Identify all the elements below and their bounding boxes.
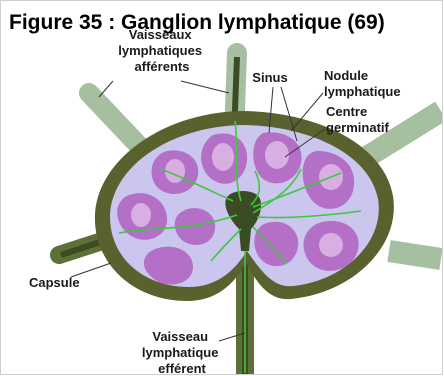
germinal-centre [131, 203, 151, 227]
germinal-centre [212, 143, 234, 171]
afferent-vessel-lower-right [389, 251, 441, 259]
germinal-centre [319, 233, 343, 257]
efferent-label: Vaisseau lymphatique efférent [142, 329, 222, 375]
nodule-label: Nodule lymphatique [324, 68, 401, 99]
sinus-label: Sinus [252, 70, 287, 85]
germinal-centre [265, 141, 289, 169]
capsule-label: Capsule [29, 275, 80, 290]
germinal-centre-label: Centre germinatif [326, 104, 390, 135]
afferent-label: Vaisseaux lymphatiques afférents [118, 27, 205, 74]
